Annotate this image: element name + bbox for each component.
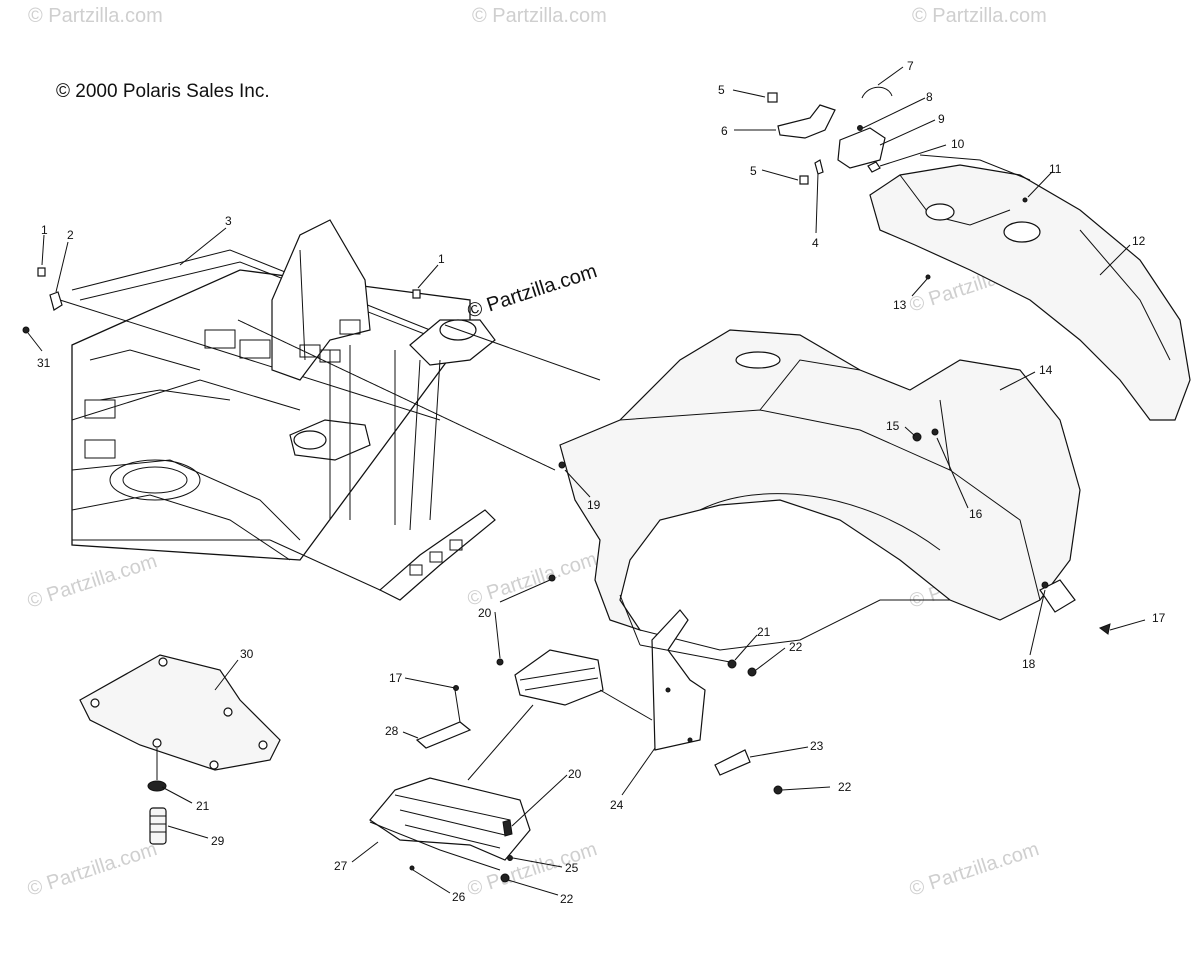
nut-5-lower bbox=[799, 175, 809, 185]
washer-16 bbox=[931, 428, 939, 436]
mud-flap-24 bbox=[651, 609, 706, 751]
watermark-bottom-right: © Partzilla.com bbox=[907, 838, 1042, 901]
screw-13 bbox=[925, 274, 931, 280]
callout-24: 24 bbox=[610, 798, 624, 812]
watermark-bottom-left: © Partzilla.com bbox=[25, 838, 160, 901]
watermark-mid-center: © Partzilla.com bbox=[465, 548, 600, 611]
callout-27: 27 bbox=[334, 859, 348, 873]
screw-11 bbox=[1022, 197, 1028, 203]
skid-plate-30 bbox=[79, 654, 281, 771]
wire-7 bbox=[861, 86, 893, 99]
callout-26: 26 bbox=[452, 890, 466, 904]
callout-9: 9 bbox=[938, 112, 945, 126]
callout-5-upper: 5 bbox=[718, 83, 725, 97]
frame-hardware bbox=[22, 267, 1111, 635]
callout-16: 16 bbox=[969, 507, 983, 521]
callout-13: 13 bbox=[893, 298, 907, 312]
watermark-top-right: © Partzilla.com bbox=[912, 5, 1047, 27]
callout-29: 29 bbox=[211, 834, 225, 848]
callout-17-right: 17 bbox=[1152, 611, 1166, 625]
rivet-17 bbox=[1098, 623, 1111, 635]
screw-8 bbox=[857, 125, 863, 131]
callout-6: 6 bbox=[721, 124, 728, 138]
plate-28 bbox=[415, 721, 472, 749]
bumper-29 bbox=[149, 807, 167, 845]
nut-5-upper bbox=[767, 92, 778, 103]
screw-26 bbox=[409, 865, 415, 871]
callout-14: 14 bbox=[1039, 363, 1053, 377]
screw-19 bbox=[558, 461, 566, 469]
callout-20-upper: 20 bbox=[478, 606, 492, 620]
washer-21-right bbox=[727, 659, 737, 669]
rear-fender bbox=[869, 154, 1191, 421]
callout-labels: 1 2 3 31 1 5 6 5 4 7 8 9 10 11 12 13 14 … bbox=[37, 59, 1166, 906]
callout-3: 3 bbox=[225, 214, 232, 228]
copyright-text: © 2000 Polaris Sales Inc. bbox=[56, 81, 270, 102]
callout-2: 2 bbox=[67, 228, 74, 242]
callout-25: 25 bbox=[565, 861, 579, 875]
callout-5-lower: 5 bbox=[750, 164, 757, 178]
callout-28: 28 bbox=[385, 724, 399, 738]
screw-15 bbox=[912, 432, 922, 442]
part-1-right bbox=[412, 289, 421, 299]
watermark-center-dark: © Partzilla.com bbox=[465, 260, 600, 323]
callout-23: 23 bbox=[810, 739, 824, 753]
callout-20-lower: 20 bbox=[568, 767, 582, 781]
nut-22-lower bbox=[773, 785, 783, 795]
callout-10: 10 bbox=[951, 137, 965, 151]
callout-22-bottom: 22 bbox=[560, 892, 574, 906]
leader-lines bbox=[27, 66, 1146, 896]
plate-23 bbox=[714, 749, 751, 776]
front-cab-fender bbox=[559, 329, 1081, 651]
callout-15: 15 bbox=[886, 419, 900, 433]
washer-21 bbox=[147, 780, 167, 792]
callout-21-right: 21 bbox=[757, 625, 771, 639]
frame-assembly bbox=[59, 219, 496, 601]
screw-10 bbox=[867, 161, 881, 173]
nut-22-right bbox=[747, 667, 757, 677]
leader-frame-to-fender bbox=[444, 324, 601, 381]
part-31 bbox=[22, 326, 30, 334]
callout-19: 19 bbox=[587, 498, 601, 512]
part-2 bbox=[49, 291, 63, 311]
footpeg-bracket bbox=[514, 649, 604, 706]
callout-17-lower: 17 bbox=[389, 671, 403, 685]
callout-22-lower: 22 bbox=[838, 780, 852, 794]
bolt-20-upper bbox=[496, 658, 504, 666]
screw-25 bbox=[507, 855, 513, 861]
footwell-assembly bbox=[369, 574, 783, 883]
callout-7: 7 bbox=[907, 59, 914, 73]
callout-22-right: 22 bbox=[789, 640, 803, 654]
taillight-9 bbox=[837, 127, 886, 169]
callout-21-left: 21 bbox=[196, 799, 210, 813]
nut-22-bottom bbox=[500, 873, 510, 883]
callout-12: 12 bbox=[1132, 234, 1146, 248]
callout-18: 18 bbox=[1022, 657, 1036, 671]
taillight-assembly bbox=[767, 86, 1028, 280]
callout-8: 8 bbox=[926, 90, 933, 104]
bolt-20-top bbox=[548, 574, 556, 582]
callout-30: 30 bbox=[240, 647, 254, 661]
callout-1-right: 1 bbox=[438, 252, 445, 266]
callout-31: 31 bbox=[37, 356, 51, 370]
skid-plate-assembly bbox=[79, 654, 281, 845]
screw-4 bbox=[814, 159, 824, 175]
callout-11: 11 bbox=[1049, 162, 1062, 176]
callout-4: 4 bbox=[812, 236, 819, 250]
leader-frame-to-fender-2 bbox=[237, 319, 556, 471]
watermark-top-center: © Partzilla.com bbox=[472, 5, 607, 27]
callout-1-left: 1 bbox=[41, 223, 48, 237]
watermark-top-left: © Partzilla.com bbox=[28, 5, 163, 27]
watermark-mid-left: © Partzilla.com bbox=[25, 550, 160, 613]
bracket-6 bbox=[777, 104, 836, 139]
bolt-20-lower bbox=[502, 819, 513, 837]
part-1-left bbox=[37, 267, 46, 277]
